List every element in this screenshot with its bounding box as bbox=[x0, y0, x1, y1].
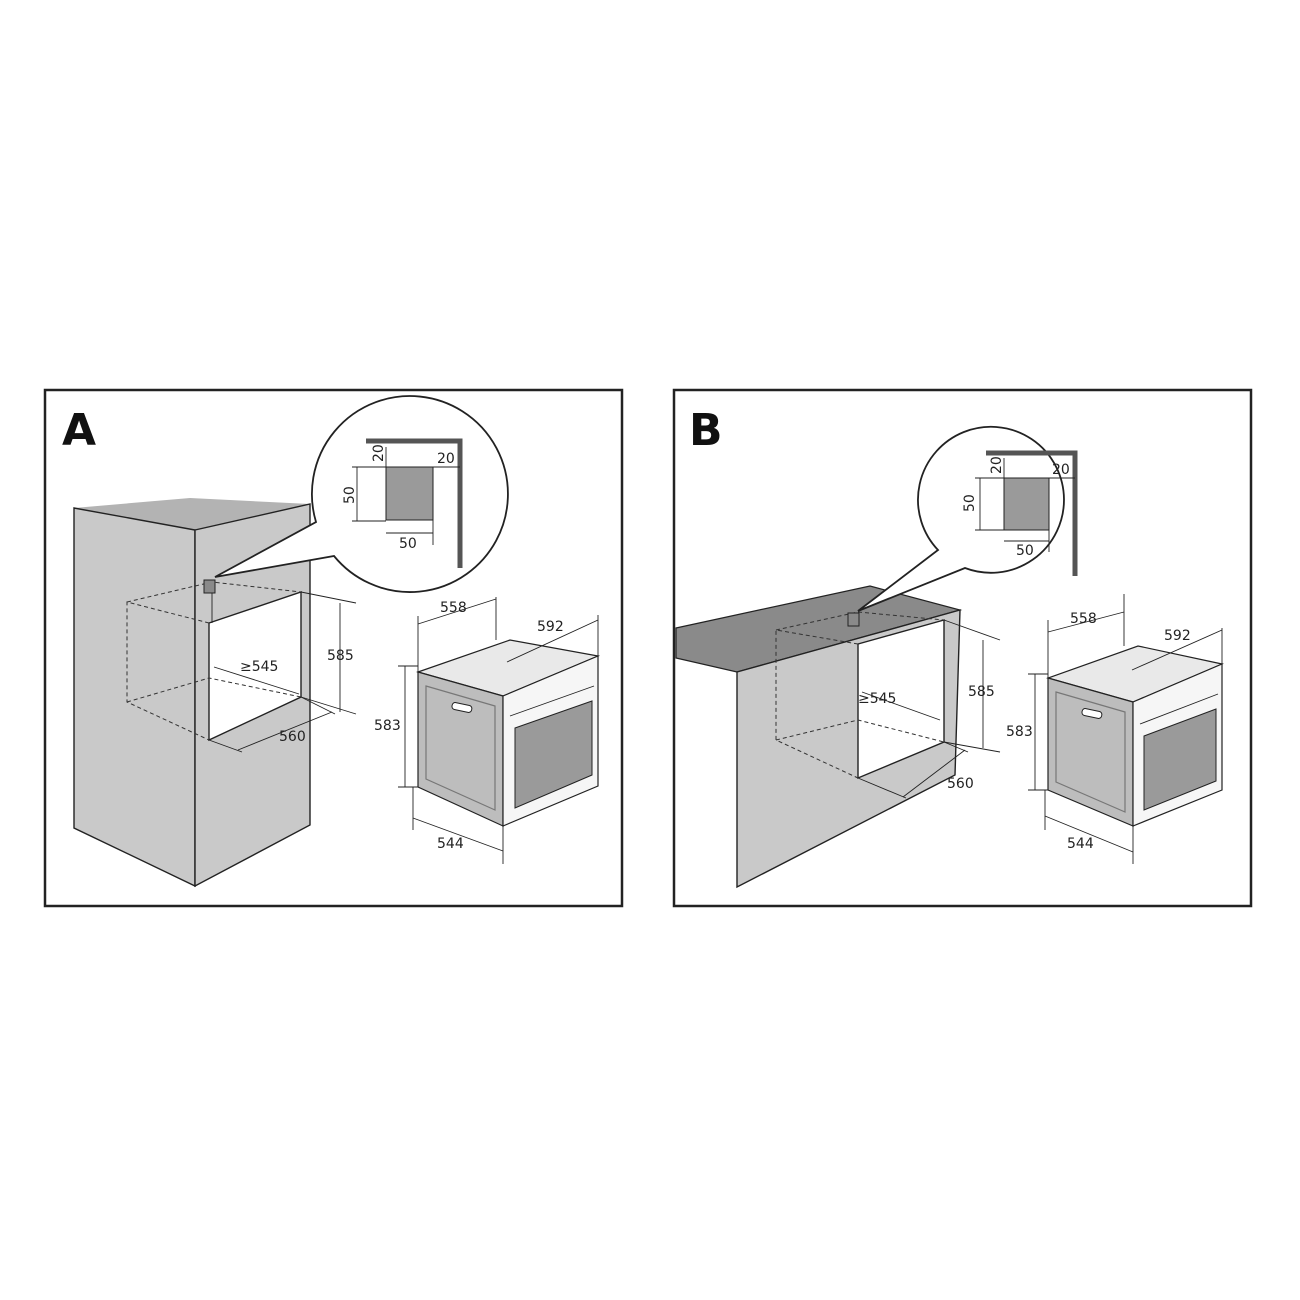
cavity-width-label: 560 bbox=[279, 729, 306, 745]
dim-line-558 bbox=[1047, 611, 1125, 633]
panel-a-tall-cabinet: 585 ≥545 560 bbox=[73, 498, 357, 888]
cavity-height-label: 585 bbox=[968, 684, 995, 700]
cavity-dashed-outline bbox=[126, 601, 210, 741]
panel-a-vent-callout: 20 20 50 50 bbox=[214, 395, 509, 593]
panel-b-vent-callout: 20 20 50 50 bbox=[857, 425, 1078, 612]
vent-marker bbox=[847, 612, 860, 627]
panel-a-letter: A bbox=[62, 405, 96, 456]
oven-window bbox=[1143, 708, 1217, 811]
oven-width-label: 558 bbox=[1070, 611, 1097, 627]
cabinet-corner bbox=[366, 438, 463, 568]
panel-b-letter: B bbox=[689, 405, 723, 456]
dim-line-592 bbox=[506, 619, 599, 663]
callout-bubble bbox=[214, 395, 509, 593]
oven-height-label: 583 bbox=[1006, 724, 1033, 740]
vent-side-offset-label: 20 bbox=[437, 451, 455, 467]
vent-top-offset-label: 20 bbox=[989, 456, 1005, 474]
vent-width-label: 50 bbox=[399, 536, 417, 552]
vent-square bbox=[1003, 477, 1050, 531]
dim-line-545 bbox=[861, 691, 941, 721]
oven-depth-label: 592 bbox=[537, 619, 564, 635]
oven-window bbox=[514, 700, 593, 809]
cavity-width-label: 560 bbox=[947, 776, 974, 792]
dim-line-544 bbox=[412, 817, 504, 852]
oven-side-handle bbox=[451, 702, 473, 713]
panel-b-base-cabinet: 585 ≥545 560 bbox=[675, 585, 1001, 889]
dim-line-558 bbox=[417, 598, 497, 625]
oven-height-label: 583 bbox=[374, 718, 401, 734]
panel-a-oven: 558 592 583 544 bbox=[374, 597, 601, 864]
dim-line-560 bbox=[237, 711, 333, 751]
cabinet-top bbox=[74, 498, 310, 530]
dim-line-545 bbox=[213, 666, 300, 695]
vent-side-offset-label: 20 bbox=[1052, 462, 1070, 478]
vent-top-offset-label: 20 bbox=[371, 444, 387, 462]
vent-height-label: 50 bbox=[962, 494, 978, 512]
cabinet-corner bbox=[986, 450, 1078, 576]
panel-a: A 585 ≥545 560 bbox=[43, 388, 624, 908]
dim-line-560 bbox=[902, 749, 966, 798]
cavity-height-label: 585 bbox=[327, 648, 354, 664]
vent-width-label: 50 bbox=[1016, 543, 1034, 559]
panel-b-oven: 558 592 583 544 bbox=[1006, 594, 1224, 864]
oven-depth-label: 592 bbox=[1164, 628, 1191, 644]
dim-line-592 bbox=[1131, 629, 1223, 671]
oven-side-handle bbox=[1081, 708, 1103, 719]
cavity-depth-label: ≥545 bbox=[858, 691, 896, 707]
oven-width-label: 558 bbox=[440, 600, 467, 616]
callout-bubble bbox=[857, 425, 1065, 612]
oven-body-depth-label: 544 bbox=[437, 836, 464, 852]
dim-line-544 bbox=[1044, 815, 1134, 853]
panel-b: B 585 ≥545 560 bbox=[672, 388, 1253, 908]
oven-body-depth-label: 544 bbox=[1067, 836, 1094, 852]
cavity-depth-label: ≥545 bbox=[240, 659, 278, 675]
vent-marker bbox=[203, 579, 216, 594]
cabinet-left-side bbox=[73, 507, 196, 888]
vent-square bbox=[385, 466, 434, 521]
oven-door-handle bbox=[1139, 693, 1219, 725]
oven-door-handle bbox=[509, 685, 595, 717]
vent-height-label: 50 bbox=[342, 486, 358, 504]
cavity-dashed-outline bbox=[775, 629, 859, 779]
